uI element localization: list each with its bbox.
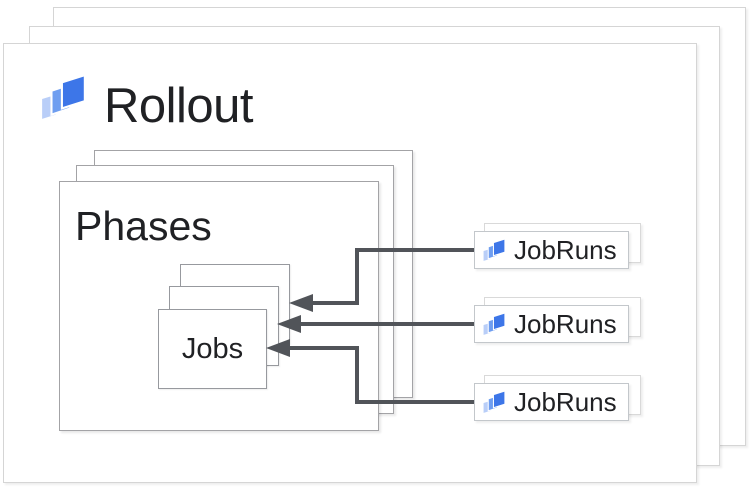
jobruns-label: JobRuns (514, 308, 617, 339)
jobruns-stack-3: JobRuns (474, 375, 642, 422)
jobs-label: Jobs (181, 332, 244, 365)
phases-card: Phases Jobs (59, 181, 379, 431)
rollout-title: Rollout (104, 79, 254, 133)
jobruns-stack-1: JobRuns (474, 223, 642, 270)
jobruns-card: JobRuns (474, 383, 629, 421)
cloud-deploy-icon (483, 389, 506, 413)
jobruns-label: JobRuns (514, 234, 617, 265)
jobruns-card: JobRuns (474, 305, 629, 343)
cloud-deploy-icon (483, 237, 506, 261)
cloud-deploy-icon (483, 311, 506, 335)
phases-title: Phases (75, 203, 212, 249)
jobruns-label: JobRuns (514, 386, 617, 417)
cloud-deploy-icon (42, 73, 86, 119)
jobruns-stack-2: JobRuns (474, 297, 642, 344)
jobruns-card: JobRuns (474, 231, 629, 269)
jobs-card: Jobs (158, 309, 267, 389)
